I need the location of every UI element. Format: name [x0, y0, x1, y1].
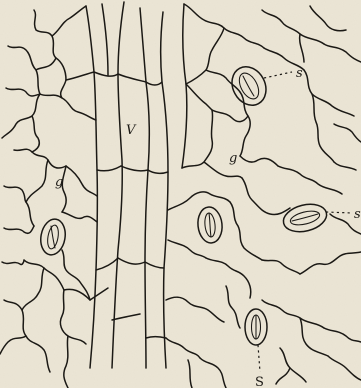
label-s-upper-right: s — [296, 66, 303, 81]
label-s-right: s — [354, 207, 361, 222]
label-s-bottom: S — [255, 375, 264, 388]
label-g-left: g — [55, 175, 63, 190]
label-g-center: g — [229, 151, 237, 166]
label-vein: V — [126, 123, 137, 138]
